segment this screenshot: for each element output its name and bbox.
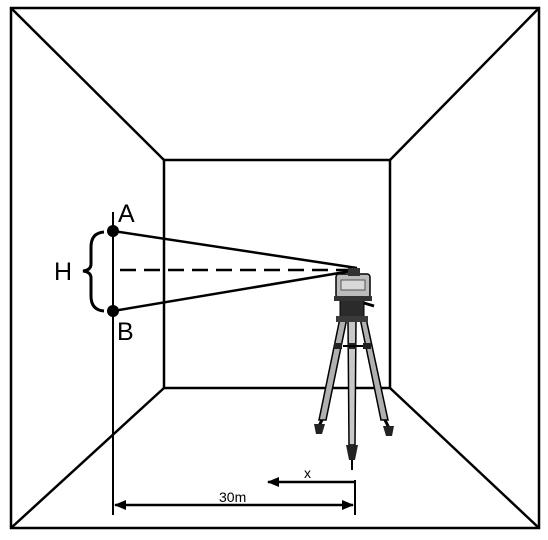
laser-beams bbox=[112, 229, 358, 313]
room-perspective bbox=[9, 6, 541, 530]
room-edge-bottom-left bbox=[10, 387, 165, 529]
label-b: B bbox=[117, 318, 134, 346]
room-outer-frame bbox=[9, 6, 541, 530]
beam-to-a bbox=[112, 229, 358, 270]
height-brace bbox=[82, 230, 105, 313]
laser-level-icon bbox=[334, 268, 372, 301]
tripod-icon bbox=[314, 299, 394, 470]
room-edge-top-right bbox=[389, 7, 540, 161]
point-b-marker bbox=[107, 305, 119, 317]
beam-to-b bbox=[112, 268, 358, 313]
room-edge-top-left bbox=[10, 7, 165, 161]
label-distance: 30m bbox=[219, 489, 246, 505]
label-x: x bbox=[304, 465, 311, 481]
room-edge-bottom-right bbox=[389, 387, 540, 529]
label-a: A bbox=[118, 200, 135, 228]
point-a-marker bbox=[107, 225, 119, 237]
room-back-wall bbox=[162, 158, 392, 390]
label-h: H bbox=[54, 258, 72, 286]
